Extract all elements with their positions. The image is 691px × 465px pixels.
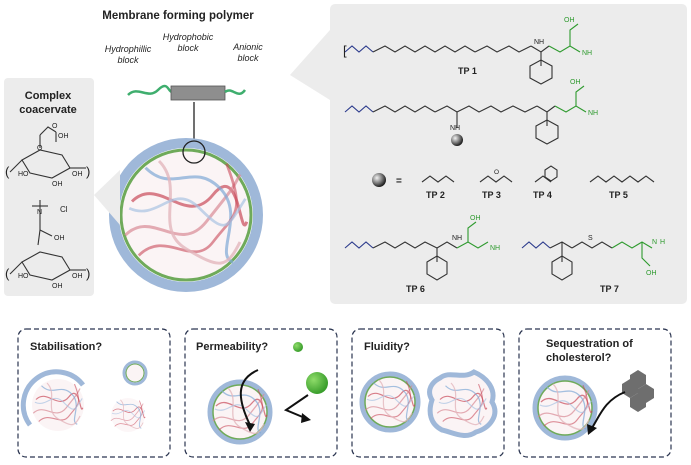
hydrophilic-label-line1: Hydrophillic: [105, 44, 152, 54]
fluid-vesicle: [427, 369, 498, 438]
bottom-bracket-right: ): [86, 266, 90, 281]
tp1-label: TP 1: [458, 66, 477, 76]
anionic-label-line2: block: [237, 53, 259, 63]
sequestration-arrow: [591, 391, 626, 429]
tp2-label: TP 2: [426, 190, 445, 200]
bottom-ho-label: HO: [18, 273, 29, 280]
small-solute: [293, 342, 303, 352]
rigid-vesicle: [359, 371, 421, 433]
cholesterol-label-line2: cholesterol?: [546, 352, 612, 364]
tp5-label: TP 5: [609, 190, 628, 200]
panel-permeability: Permeability?: [184, 328, 338, 458]
rejection-arrow: [283, 394, 309, 419]
bottom-oh-label-2: OH: [72, 273, 83, 280]
panel-cholesterol: Sequestration of cholesterol?: [518, 328, 672, 458]
bottom-bracket-left: (: [5, 266, 10, 281]
panel-fluidity: Fluidity?: [351, 328, 505, 458]
panel-stabilisation: Stabilisation?: [17, 328, 171, 458]
tp7-s-label: S: [588, 235, 593, 242]
bottom-oh-label-1: OH: [52, 283, 63, 290]
structures-panel: [330, 4, 687, 304]
tp3-label: TP 3: [482, 190, 501, 200]
variable-side-chain-ball: [451, 134, 463, 146]
tp7-label: TP 7: [600, 284, 619, 294]
tp3-side-chain: [479, 175, 513, 183]
carbonyl-o-label: O: [52, 123, 58, 130]
fragment-vesicle: [110, 398, 146, 432]
carboxymethyl-sugar-structure: [9, 126, 86, 179]
hydroxyl-oh-label: OH: [54, 235, 65, 242]
hydrophobic-block-shape: [170, 85, 226, 101]
small-vesicle: [122, 360, 148, 386]
fluidity-label: Fluidity?: [364, 341, 410, 353]
cholesterol-label-line1: Sequestration of: [546, 338, 633, 350]
tp6-nh-label: NH: [452, 235, 462, 242]
legend-equals: =: [396, 176, 402, 187]
tp4-phenyl: [544, 165, 558, 182]
tp6-h-label: NH: [490, 245, 500, 252]
carboxyl-oh-label: OH: [58, 133, 69, 140]
anionic-block-shape: [224, 89, 247, 95]
tp6-label: TP 6: [406, 284, 425, 294]
hydrophilic-block-shape: [127, 84, 173, 96]
entry-arrow: [239, 369, 259, 426]
tp1-nh-label: NH: [534, 39, 544, 46]
legend-ball: [372, 173, 386, 187]
tp7-oh-label: OH: [646, 270, 657, 277]
tp7-structure: [521, 241, 653, 281]
cholesterol-molecule-icon: [622, 370, 654, 412]
hydrophobic-label-line2: block: [177, 43, 199, 53]
polymer-title: Membrane forming polymer: [102, 10, 254, 22]
tp1-bracket: [: [343, 43, 347, 58]
tp4-label: TP 4: [533, 190, 552, 200]
ammonium-n-label: N: [37, 209, 42, 216]
top-oh-label-2: OH: [72, 171, 83, 178]
main-coacervate-vesicle: [109, 138, 263, 292]
hydrophilic-label-line2: block: [117, 55, 139, 65]
tp1-h-label: NH: [582, 50, 592, 57]
broken-vesicle: [20, 369, 85, 431]
coacervate-title-line1: Complex: [25, 90, 72, 102]
coacervate-title-line2: coacervate: [19, 104, 77, 116]
top-bracket-right: ): [86, 164, 90, 179]
stabilisation-label: Stabilisation?: [30, 341, 102, 353]
tp1-structure: [344, 23, 581, 85]
tp1-oh-label: OH: [564, 17, 575, 24]
top-bracket-left: (: [5, 164, 10, 179]
quaternary-ammonium-sugar-structure: [9, 200, 86, 281]
tp-variable-structure: [344, 85, 587, 145]
anionic-label-line1: Anionic: [232, 42, 263, 52]
hydrophobic-label-line1: Hydrophobic: [163, 32, 214, 42]
tp6-oh-label: OH: [470, 215, 481, 222]
permeability-label: Permeability?: [196, 341, 268, 353]
structures-panel-pointer: [290, 30, 330, 100]
large-solute: [306, 372, 328, 394]
tp4-side-chain: [534, 175, 552, 183]
chloride-label: Cl: [60, 205, 68, 214]
tp7-h-label: H: [660, 239, 665, 246]
tp-variable-nh-label: NH: [450, 125, 460, 132]
perm-vesicle: [207, 379, 273, 445]
top-ho-label: HO: [18, 171, 29, 178]
ether-o-label: O: [37, 145, 43, 152]
tp3-o-label: O: [494, 169, 499, 176]
tp6-structure: [344, 221, 489, 281]
tp5-side-chain: [589, 175, 655, 183]
tp2-side-chain: [421, 175, 455, 183]
top-oh-label-1: OH: [52, 181, 63, 188]
tp-variable-oh-label: OH: [570, 79, 581, 86]
zoom-circle: [182, 140, 206, 164]
coacervate-panel: [4, 78, 94, 296]
cholesterol-vesicle: [532, 375, 598, 441]
tp-variable-h-label: NH: [588, 110, 598, 117]
tp7-n-label: N: [652, 239, 657, 246]
coacervate-panel-pointer: [94, 170, 120, 225]
